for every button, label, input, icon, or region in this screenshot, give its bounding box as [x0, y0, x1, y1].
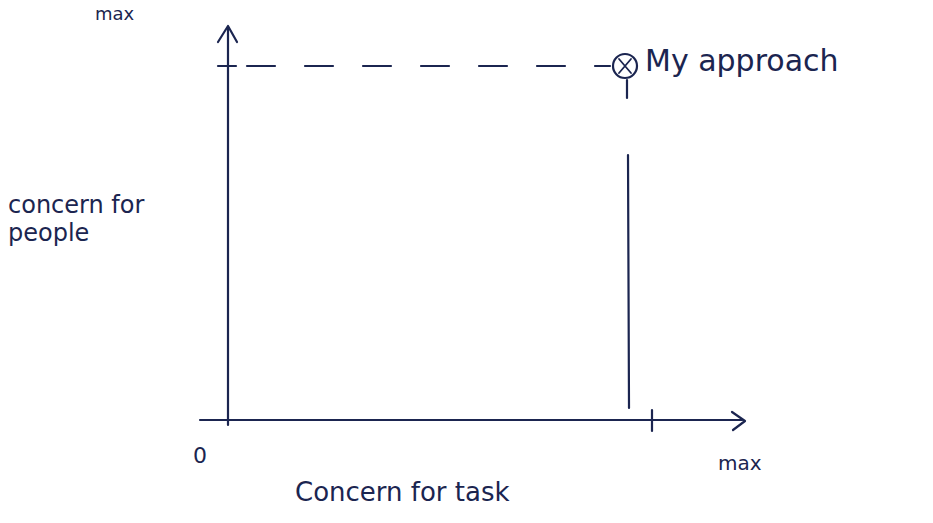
vertical-guide — [628, 155, 629, 408]
axis-title: concern for people — [8, 192, 160, 247]
point-cross — [619, 59, 631, 73]
x-axis — [200, 419, 742, 421]
y-tick — [218, 65, 236, 67]
y-arrow — [218, 26, 237, 42]
axis-origin: 0 — [193, 443, 207, 468]
axis-max: max — [718, 452, 762, 475]
vertical-guide — [626, 80, 628, 98]
axis-max: max — [95, 4, 134, 25]
dashed-guide — [247, 65, 610, 67]
point-label: My approach — [645, 44, 839, 79]
axis-title: Concern for task — [295, 478, 510, 508]
x-tick — [651, 410, 653, 431]
x-arrow — [732, 412, 745, 430]
y-axis — [227, 28, 229, 425]
point-circle — [613, 54, 637, 78]
